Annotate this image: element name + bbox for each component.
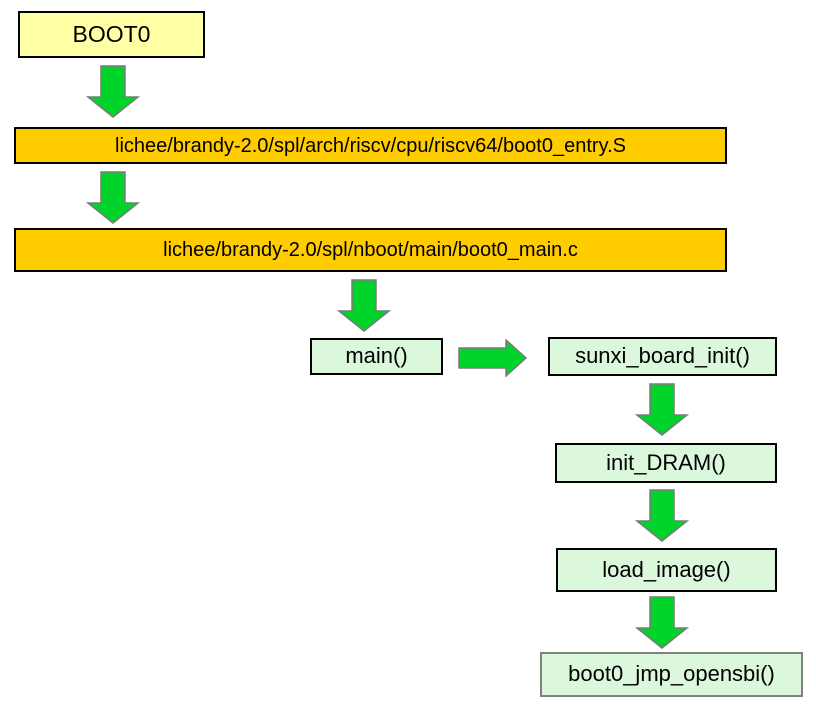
node-entry-file-label: lichee/brandy-2.0/spl/arch/riscv/cpu/ris…: [115, 134, 626, 157]
node-main-file-label: lichee/brandy-2.0/spl/nboot/main/boot0_m…: [163, 239, 578, 261]
node-entry-file: lichee/brandy-2.0/spl/arch/riscv/cpu/ris…: [14, 127, 727, 164]
node-boot0-jmp-opensbi-label: boot0_jmp_opensbi(): [568, 661, 775, 687]
node-load-image-label: load_image(): [602, 556, 731, 582]
node-boot0-label: BOOT0: [72, 20, 151, 47]
node-main-fn: main(): [310, 338, 443, 375]
arrow-right-icon: [458, 339, 528, 377]
node-boot0-jmp-opensbi: boot0_jmp_opensbi(): [540, 652, 803, 697]
arrow-down-icon: [86, 171, 140, 224]
node-init-dram: init_DRAM(): [555, 443, 777, 483]
arrow-down-icon: [635, 489, 689, 542]
arrow-down-icon: [337, 279, 391, 332]
node-main-file: lichee/brandy-2.0/spl/nboot/main/boot0_m…: [14, 228, 727, 272]
arrow-down-icon: [635, 596, 689, 649]
node-load-image: load_image(): [556, 548, 777, 592]
node-sunxi-board-init-label: sunxi_board_init(): [575, 343, 750, 369]
arrow-down-icon: [635, 383, 689, 436]
arrow-down-icon: [86, 65, 140, 118]
node-main-fn-label: main(): [345, 343, 408, 369]
node-init-dram-label: init_DRAM(): [606, 449, 726, 475]
node-sunxi-board-init: sunxi_board_init(): [548, 337, 777, 376]
node-boot0: BOOT0: [18, 11, 205, 58]
